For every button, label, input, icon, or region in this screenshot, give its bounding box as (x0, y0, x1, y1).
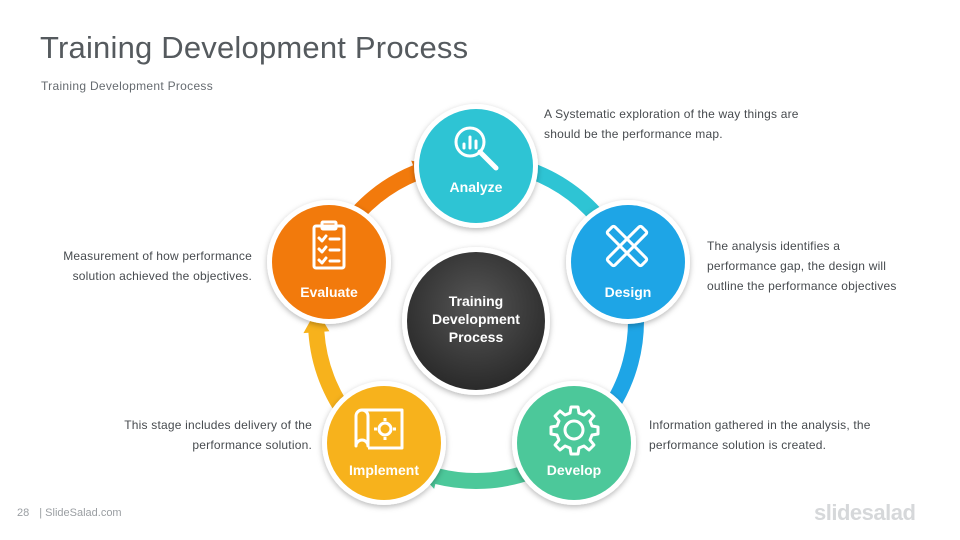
center-label-line-2: Development (432, 311, 520, 327)
description-design-line-2: performance gap, the design will (707, 259, 887, 273)
description-develop-line-2: performance solution is created. (649, 438, 827, 452)
description-design-line-3: outline the performance objectives (707, 279, 897, 293)
footer: 28 | SlideSalad.com (17, 507, 122, 519)
page-number: 28 (17, 507, 30, 519)
center-label-line-3: Process (449, 329, 504, 345)
description-evaluate-line-1: Measurement of how performance (63, 249, 252, 263)
blueprint-gear-icon (354, 408, 404, 450)
pencil-ruler-icon (605, 224, 649, 268)
stage-label-implement: Implement (349, 462, 419, 478)
description-evaluate-line-2: solution achieved the objectives. (72, 269, 252, 283)
description-develop: Information gathered in the analysis, th… (649, 415, 871, 455)
center-label-line-1: Training (449, 293, 503, 309)
stage-label-develop: Develop (547, 462, 601, 478)
description-implement: This stage includes delivery of the perf… (124, 415, 312, 455)
center-node: Training Development Process (402, 247, 550, 395)
footer-source: | SlideSalad.com (39, 507, 122, 519)
description-develop-line-1: Information gathered in the analysis, th… (649, 418, 871, 432)
stage-evaluate: Evaluate (267, 200, 391, 324)
stage-label-analyze: Analyze (450, 179, 503, 195)
description-implement-line-2: performance solution. (192, 438, 312, 452)
cycle-arrow-develop (416, 463, 534, 489)
magnifier-chart-icon (454, 126, 499, 171)
description-analyze-line-1: A Systematic exploration of the way thin… (544, 107, 799, 121)
cycle-arrow-implement (303, 309, 357, 425)
page-subtitle: Training Development Process (41, 79, 214, 93)
stage-analyze: Analyze (414, 104, 538, 228)
gear-icon (549, 405, 600, 456)
stage-design: Design (566, 200, 690, 324)
stage-label-design: Design (605, 284, 652, 300)
description-evaluate: Measurement of how performance solution … (63, 246, 252, 286)
stage-label-evaluate: Evaluate (300, 284, 358, 300)
checklist-clipboard-icon (312, 220, 346, 270)
description-design-line-1: The analysis identifies a (707, 239, 841, 253)
description-analyze-line-2: should be the performance map. (544, 127, 723, 141)
stage-develop: Develop (512, 381, 636, 505)
description-design: The analysis identifies a performance ga… (707, 236, 897, 296)
brand-logo: slidesalad (814, 500, 916, 525)
description-analyze: A Systematic exploration of the way thin… (544, 104, 799, 144)
description-implement-line-1: This stage includes delivery of the (124, 418, 312, 432)
page-title: Training Development Process (40, 30, 469, 65)
stage-implement: Implement (322, 381, 446, 505)
